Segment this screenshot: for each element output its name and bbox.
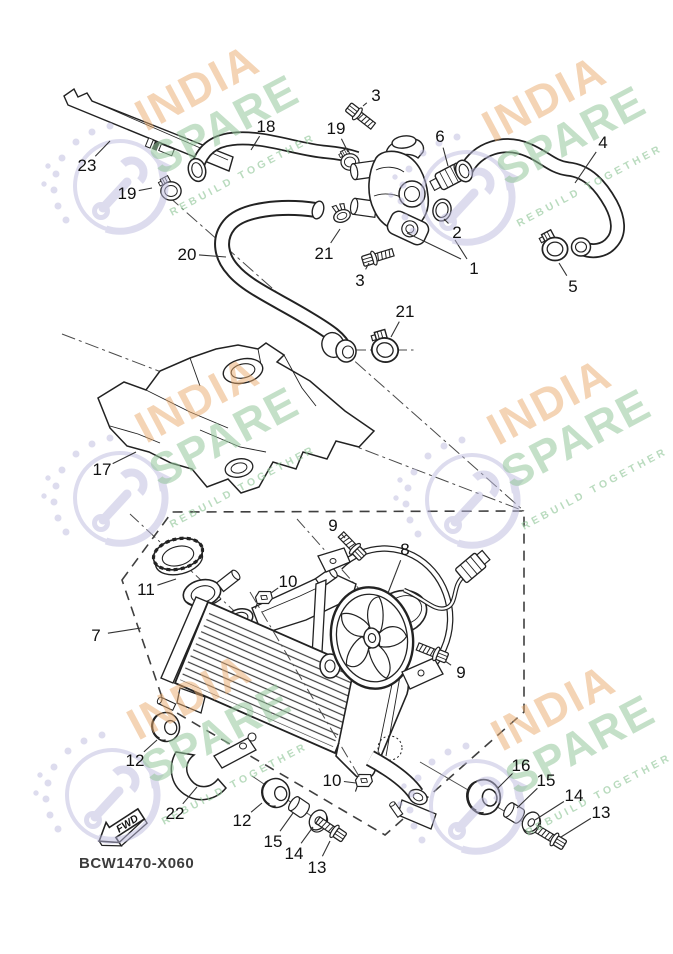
callout-leader-line	[157, 578, 177, 586]
callout-clip: 10	[279, 572, 298, 591]
bolt-3a	[343, 100, 379, 133]
callout-leader-line	[270, 587, 279, 594]
callout-hose-clamp: 19	[118, 184, 137, 203]
hose-clamp-21b	[364, 325, 403, 366]
callout-leader-line	[534, 801, 565, 821]
stay-plate-part	[63, 87, 234, 172]
callout-leader-line	[387, 560, 402, 594]
callout-fan-motor-assembly: 8	[400, 540, 409, 559]
callout-leader-line	[330, 228, 341, 244]
callout-leader-line	[300, 826, 314, 844]
callout-pipe-clamp: 22	[166, 804, 185, 823]
fan-motor-assembly-part	[317, 545, 491, 695]
callout-grommet: 12	[233, 811, 252, 830]
callout-flange-bolt: 3	[371, 86, 380, 105]
callout-o-ring: 2	[452, 223, 461, 242]
callout-leader-line	[182, 786, 198, 805]
radiator-hose-20-part	[214, 200, 357, 363]
callout-radiator-hose: 20	[178, 245, 197, 264]
grommet-12b	[258, 775, 293, 811]
callout-leader-line	[340, 138, 349, 153]
callout-flange-bolt: 13	[592, 803, 611, 822]
callout-washer: 14	[285, 844, 304, 863]
callout-leader-line	[279, 812, 294, 832]
collar-15a	[285, 794, 313, 820]
callout-flange-bolt: 3	[355, 271, 364, 290]
callout-leader-line	[321, 840, 331, 857]
callout-grommet: 12	[126, 751, 145, 770]
callout-leader-line	[343, 780, 357, 784]
callout-collar: 15	[537, 771, 556, 790]
callout-stay-plate: 23	[78, 156, 97, 175]
callout-washer: 14	[565, 786, 584, 805]
pipe-clamp-part	[170, 732, 257, 801]
callout-leader-line	[94, 140, 111, 157]
callout-radiator-cap: 11	[137, 580, 155, 599]
callout-hose-clamp: 21	[315, 244, 334, 263]
callout-leader-line	[107, 627, 142, 634]
callout-leader-line	[112, 451, 137, 465]
callout-leader-line	[444, 660, 452, 666]
callout-hose-clamp: 21	[396, 302, 415, 321]
assembly-axis-line	[249, 591, 361, 779]
callout-outlet-hose: 4	[598, 133, 607, 152]
callout-leader-line	[250, 802, 263, 813]
callout-joint-pipe: 6	[435, 127, 444, 146]
callout-flange-bolt: 9	[456, 663, 465, 682]
callout-radiator-assembly: 7	[91, 626, 100, 645]
bolt-3b	[360, 244, 396, 270]
callout-leader-line	[442, 147, 449, 167]
callout-collar: 15	[264, 832, 283, 851]
callout-leader-line	[143, 739, 158, 753]
callout-leader-line	[516, 787, 538, 809]
radiator-assembly-part	[151, 536, 437, 830]
outlet-hose-part	[454, 138, 625, 259]
callout-leader-line	[138, 187, 153, 192]
callout-inlet-hose: 18	[257, 117, 276, 136]
callout-leader-line	[558, 262, 568, 276]
wire-clamp-21a	[331, 203, 351, 223]
callout-flange-bolt: 13	[308, 858, 327, 877]
callout-leader-line	[250, 135, 261, 151]
callout-leader-line	[497, 773, 513, 789]
callout-leader-line	[362, 102, 368, 107]
hose-clamp-5	[537, 228, 569, 262]
callout-leader-line	[443, 218, 449, 224]
callout-clip: 10	[323, 771, 342, 790]
callout-leader-line	[365, 262, 370, 270]
callout-grommet: 16	[512, 756, 531, 775]
callout-thermostat-assembly: 1	[469, 259, 478, 278]
callout-leader-line	[340, 533, 346, 539]
radiator-cover-part	[97, 342, 376, 494]
callout-leader-line	[560, 817, 592, 838]
callout-flange-bolt: 9	[328, 516, 337, 535]
construction-lines	[61, 195, 555, 841]
thermostat-assembly-part	[349, 135, 430, 246]
callout-leader-line	[198, 254, 227, 258]
callout-leader-line	[390, 321, 400, 338]
callout-hose-clamp: 5	[568, 277, 577, 296]
callout-hose-clamp: 19	[327, 119, 346, 138]
callout-radiator-cover: 17	[93, 460, 112, 479]
fan-connector	[455, 549, 491, 584]
callout-leader-line	[574, 151, 597, 184]
drawing-part-code: BCW1470-X060	[79, 855, 194, 872]
